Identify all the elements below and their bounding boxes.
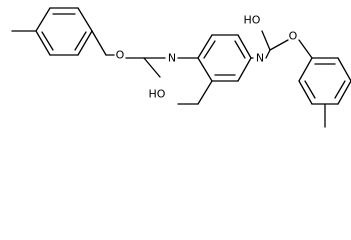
molecule-drawing: O HO N N <box>11 7 351 128</box>
bond <box>337 80 351 105</box>
bond <box>143 57 161 78</box>
bond <box>197 80 213 105</box>
atom-ho-right: HO <box>244 14 261 27</box>
bond <box>269 39 289 51</box>
bond <box>298 80 313 105</box>
bond <box>304 80 316 99</box>
left-toluene-ring <box>11 7 115 56</box>
structure-diagram: O HO N N <box>11 7 351 128</box>
atom-n-right: N <box>256 52 264 65</box>
bond <box>237 57 252 82</box>
right-carbamate <box>261 30 289 59</box>
bond <box>265 49 271 59</box>
bond <box>197 34 213 59</box>
bond <box>237 34 252 59</box>
bond <box>337 57 351 82</box>
bond <box>41 31 54 51</box>
central-ring <box>177 34 254 105</box>
bond <box>77 30 93 56</box>
bond <box>35 30 51 56</box>
bond <box>35 7 51 32</box>
bond <box>91 30 107 56</box>
bond <box>298 39 313 59</box>
bond <box>197 57 213 82</box>
left-carbamate <box>125 57 166 78</box>
atom-ho-left: HO <box>149 88 166 101</box>
bond <box>203 40 216 59</box>
atom-o-right: O <box>289 30 298 43</box>
bond <box>74 31 87 51</box>
bond <box>261 30 271 51</box>
atom-n-left: N <box>168 52 176 65</box>
bond <box>234 40 246 59</box>
bond <box>298 57 313 82</box>
atom-o-left: O <box>116 49 125 62</box>
bond <box>77 7 93 32</box>
right-toluene-ring <box>298 39 351 128</box>
bond <box>334 80 346 99</box>
